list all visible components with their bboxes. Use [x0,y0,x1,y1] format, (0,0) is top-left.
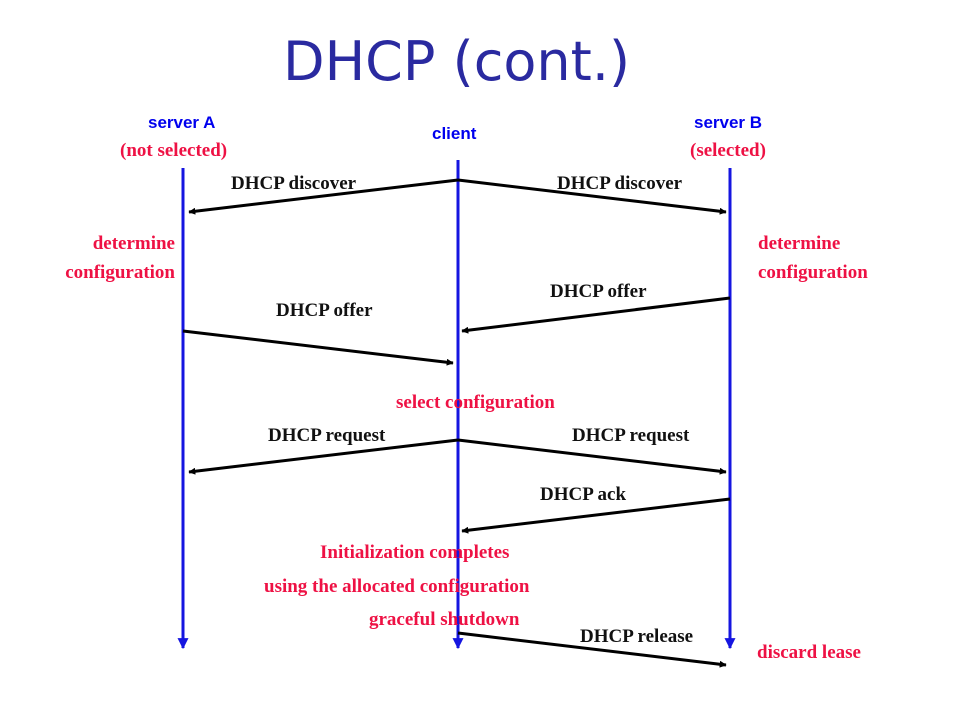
determine-b-line1: determine [758,233,841,254]
offer-label-a: DHCP offer [276,300,373,321]
server-a-label: server A [148,113,216,132]
server-b-status: (selected) [690,140,766,161]
request-arrow-a [188,438,459,475]
offer-arrow-a [182,329,454,366]
discover-label-a: DHCP discover [231,173,357,194]
discover-label-b: DHCP discover [557,173,683,194]
discover-arrow-a [188,178,459,215]
allocated-config-note: using the allocated configuration [264,576,530,597]
determine-config-note-b: determine configuration [758,229,868,287]
release-label: DHCP release [580,626,694,647]
discard-lease-note: discard lease [757,642,861,663]
determine-config-note-a: determine configuration [65,229,175,287]
request-arrow-b [457,438,727,475]
determine-b-line2: configuration [758,262,868,283]
discover-arrow-b [457,178,727,215]
request-label-a: DHCP request [268,425,386,446]
server-b-label: server B [694,113,763,132]
determine-a-line1: determine [92,233,175,254]
determine-a-line2: configuration [65,262,175,283]
select-config-note: select configuration [396,392,555,413]
offer-arrow-b [461,296,731,334]
init-completes-note: Initialization completes [320,542,510,563]
server-a-status: (not selected) [120,140,228,161]
ack-label: DHCP ack [540,484,627,505]
request-label-b: DHCP request [572,425,690,446]
page-title: DHCP (cont.) [283,30,631,93]
client-label: client [432,124,477,143]
ack-arrow [461,497,731,534]
graceful-shutdown-note: graceful shutdown [369,609,520,630]
release-arrow [457,631,727,668]
offer-label-b: DHCP offer [550,281,647,302]
